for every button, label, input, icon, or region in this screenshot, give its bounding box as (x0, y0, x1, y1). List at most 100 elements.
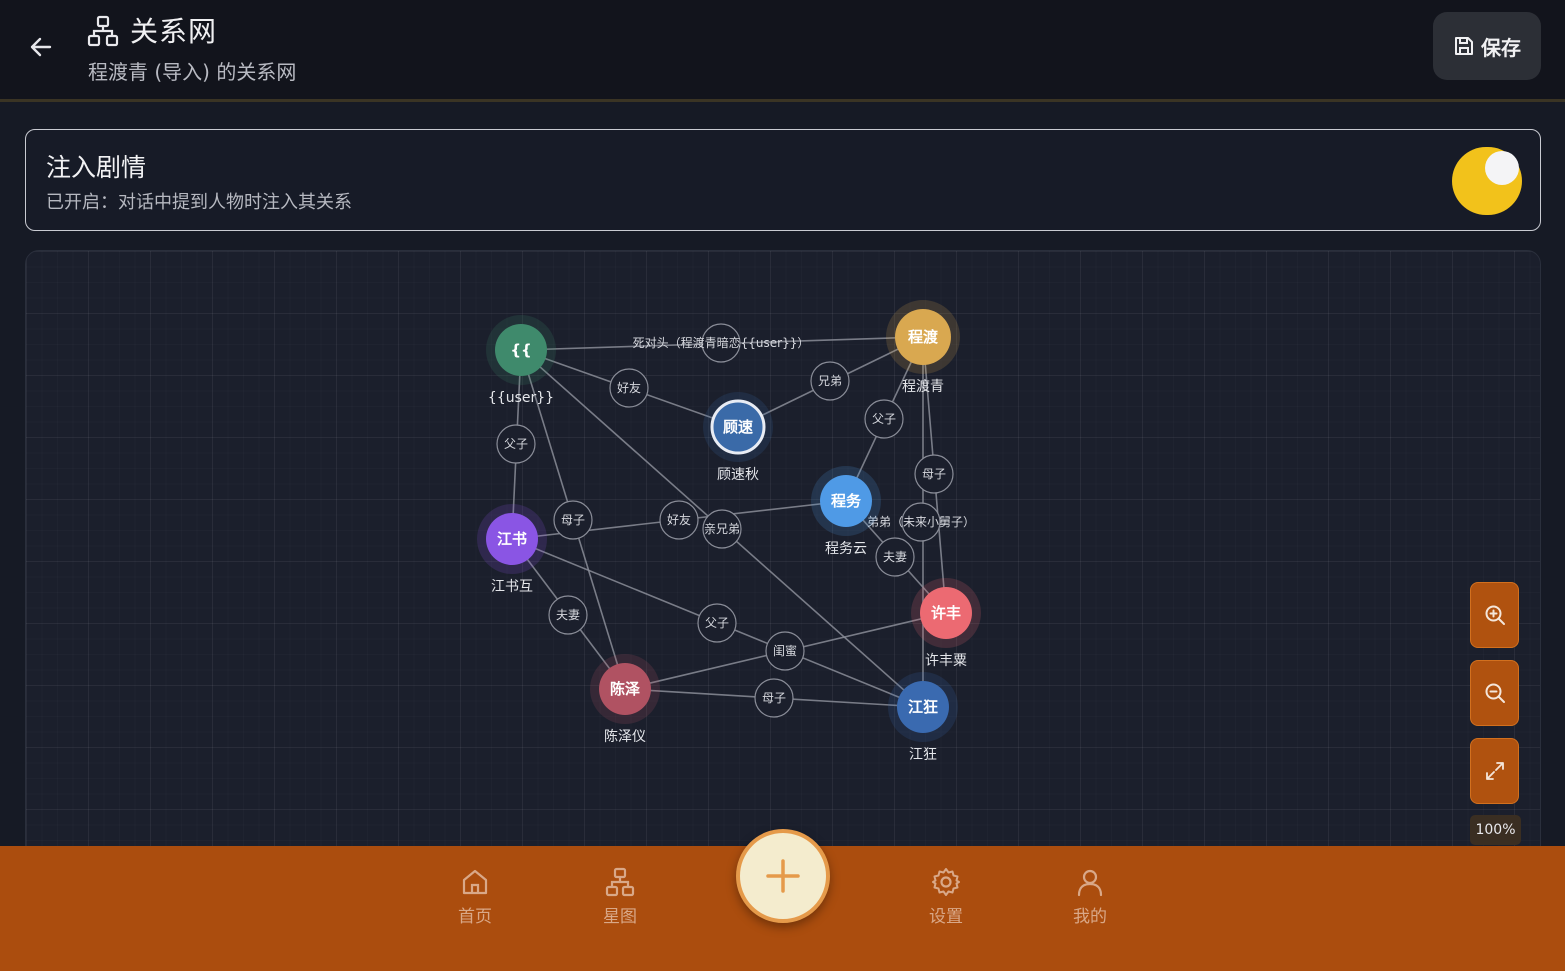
node-name-label: 江狂 (909, 747, 937, 763)
edge-label[interactable]: 父子 (496, 424, 536, 464)
app-header: 关系网 程渡青 (导入) 的关系网 保存 (0, 0, 1565, 102)
node-short-label: 江狂 (908, 698, 938, 716)
edge-label-bubble (609, 368, 649, 408)
nav-star-map[interactable]: 星图 (580, 866, 660, 936)
fit-view-button[interactable] (1470, 738, 1519, 804)
nav-home[interactable]: 首页 (435, 866, 515, 936)
network-icon (87, 15, 119, 47)
expand-icon (1485, 762, 1504, 780)
node-short-label: 江书 (497, 530, 527, 548)
save-button-label: 保存 (1481, 35, 1521, 60)
inject-toggle[interactable] (1452, 147, 1522, 215)
edge-label[interactable]: 父子 (864, 399, 904, 439)
edge-label-bubble (864, 399, 904, 439)
node-name-label: 顾速秋 (717, 467, 759, 483)
edge-label[interactable]: 死对头（程渡青暗恋{{user}}） (633, 323, 810, 363)
toggle-knob (1485, 151, 1519, 185)
inject-description: 已开启：对话中提到人物时注入其关系 (46, 192, 352, 213)
edge-label[interactable]: 母子 (754, 678, 794, 718)
edge-label[interactable]: 兄弟 (810, 361, 850, 401)
save-button[interactable]: 保存 (1433, 12, 1541, 80)
edge-label-text: 父子 (705, 616, 729, 630)
person-node[interactable]: {{ {{user}} (486, 315, 556, 406)
edge-label[interactable]: 弟弟（未来小舅子） (867, 502, 975, 542)
edge-label[interactable]: 父子 (697, 603, 737, 643)
edge-label-text: 好友 (667, 513, 691, 527)
edge-label-text: 母子 (762, 691, 786, 705)
edge-label-text: 弟弟（未来小舅子） (867, 515, 975, 529)
zoom-out-button[interactable] (1470, 660, 1519, 726)
save-icon (1455, 37, 1473, 55)
edge-label-bubble (914, 454, 954, 494)
node-short-label: 陈泽 (610, 680, 640, 698)
plus-icon (766, 859, 800, 893)
edge-label-text: 亲兄弟 (704, 522, 740, 536)
zoom-out-icon (1485, 683, 1505, 703)
user-icon (1077, 869, 1103, 897)
edge-label[interactable]: 闺蜜 (765, 631, 805, 671)
node-name-label: 程务云 (825, 541, 867, 557)
zoom-in-button[interactable] (1470, 582, 1519, 648)
edge-label[interactable]: 亲兄弟 (702, 509, 742, 549)
nav-settings[interactable]: 设置 (906, 866, 986, 936)
nav-mine-label: 我的 (1073, 907, 1107, 927)
zoom-level: 100% (1470, 815, 1521, 845)
edge-label[interactable]: 夫妻 (548, 595, 588, 635)
node-circle (710, 399, 766, 455)
node-circle (920, 587, 972, 639)
edge-label-text: 父子 (872, 412, 896, 426)
edge-label[interactable]: 母子 (553, 500, 593, 540)
add-button[interactable] (736, 829, 830, 923)
edge-label-text: 母子 (561, 513, 585, 527)
node-name-label: {{user}} (488, 390, 554, 406)
network-icon (605, 867, 635, 897)
page-title: 关系网 (130, 15, 218, 48)
nav-star-map-label: 星图 (603, 907, 637, 927)
edge-label-bubble (659, 500, 699, 540)
node-short-label: {{ (510, 341, 531, 359)
edge-label-text: 夫妻 (883, 550, 907, 564)
edge-label-bubble (553, 500, 593, 540)
edge-label-text: 闺蜜 (773, 643, 797, 658)
node-circle (895, 309, 951, 365)
inject-title: 注入剧情 (46, 153, 147, 182)
edge-label-bubble (697, 603, 737, 643)
edge-label[interactable]: 夫妻 (875, 537, 915, 577)
home-icon (462, 869, 488, 895)
node-circle (820, 475, 872, 527)
back-arrow-icon[interactable] (24, 30, 58, 64)
relationship-graph-canvas[interactable]: 死对头（程渡青暗恋{{user}}）好友兄弟父子父子母子母子好友亲兄弟弟弟（未来… (25, 250, 1541, 870)
edge-label[interactable]: 好友 (659, 500, 699, 540)
node-name-label: 程渡青 (902, 379, 944, 395)
edge-label-bubble (810, 361, 850, 401)
edge-label-text: 好友 (617, 381, 641, 395)
node-short-label: 顾速 (723, 418, 753, 436)
node-name-label: 陈泽仪 (604, 728, 646, 745)
node-circle (897, 681, 949, 733)
node-name-label: 江书互 (491, 579, 533, 595)
node-name-label: 许丰粟 (925, 653, 967, 669)
edge-label-text: 兄弟 (818, 374, 842, 388)
nav-mine[interactable]: 我的 (1050, 866, 1130, 936)
edge-label-text: 父子 (504, 437, 528, 451)
edge-label-text: 母子 (922, 467, 946, 481)
relationship-graph[interactable]: 死对头（程渡青暗恋{{user}}）好友兄弟父子父子母子母子好友亲兄弟弟弟（未来… (26, 251, 1541, 870)
node-short-label: 程渡 (908, 328, 939, 346)
edge-label-text: 夫妻 (556, 608, 580, 622)
edge-label-bubble (496, 424, 536, 464)
zoom-in-icon (1485, 605, 1505, 625)
edge-label[interactable]: 母子 (914, 454, 954, 494)
node-circle (495, 324, 547, 376)
gear-icon (932, 868, 960, 896)
edge-label-bubble (765, 631, 805, 671)
edge-label[interactable]: 好友 (609, 368, 649, 408)
nav-home-label: 首页 (458, 907, 492, 927)
node-circle (486, 513, 538, 565)
